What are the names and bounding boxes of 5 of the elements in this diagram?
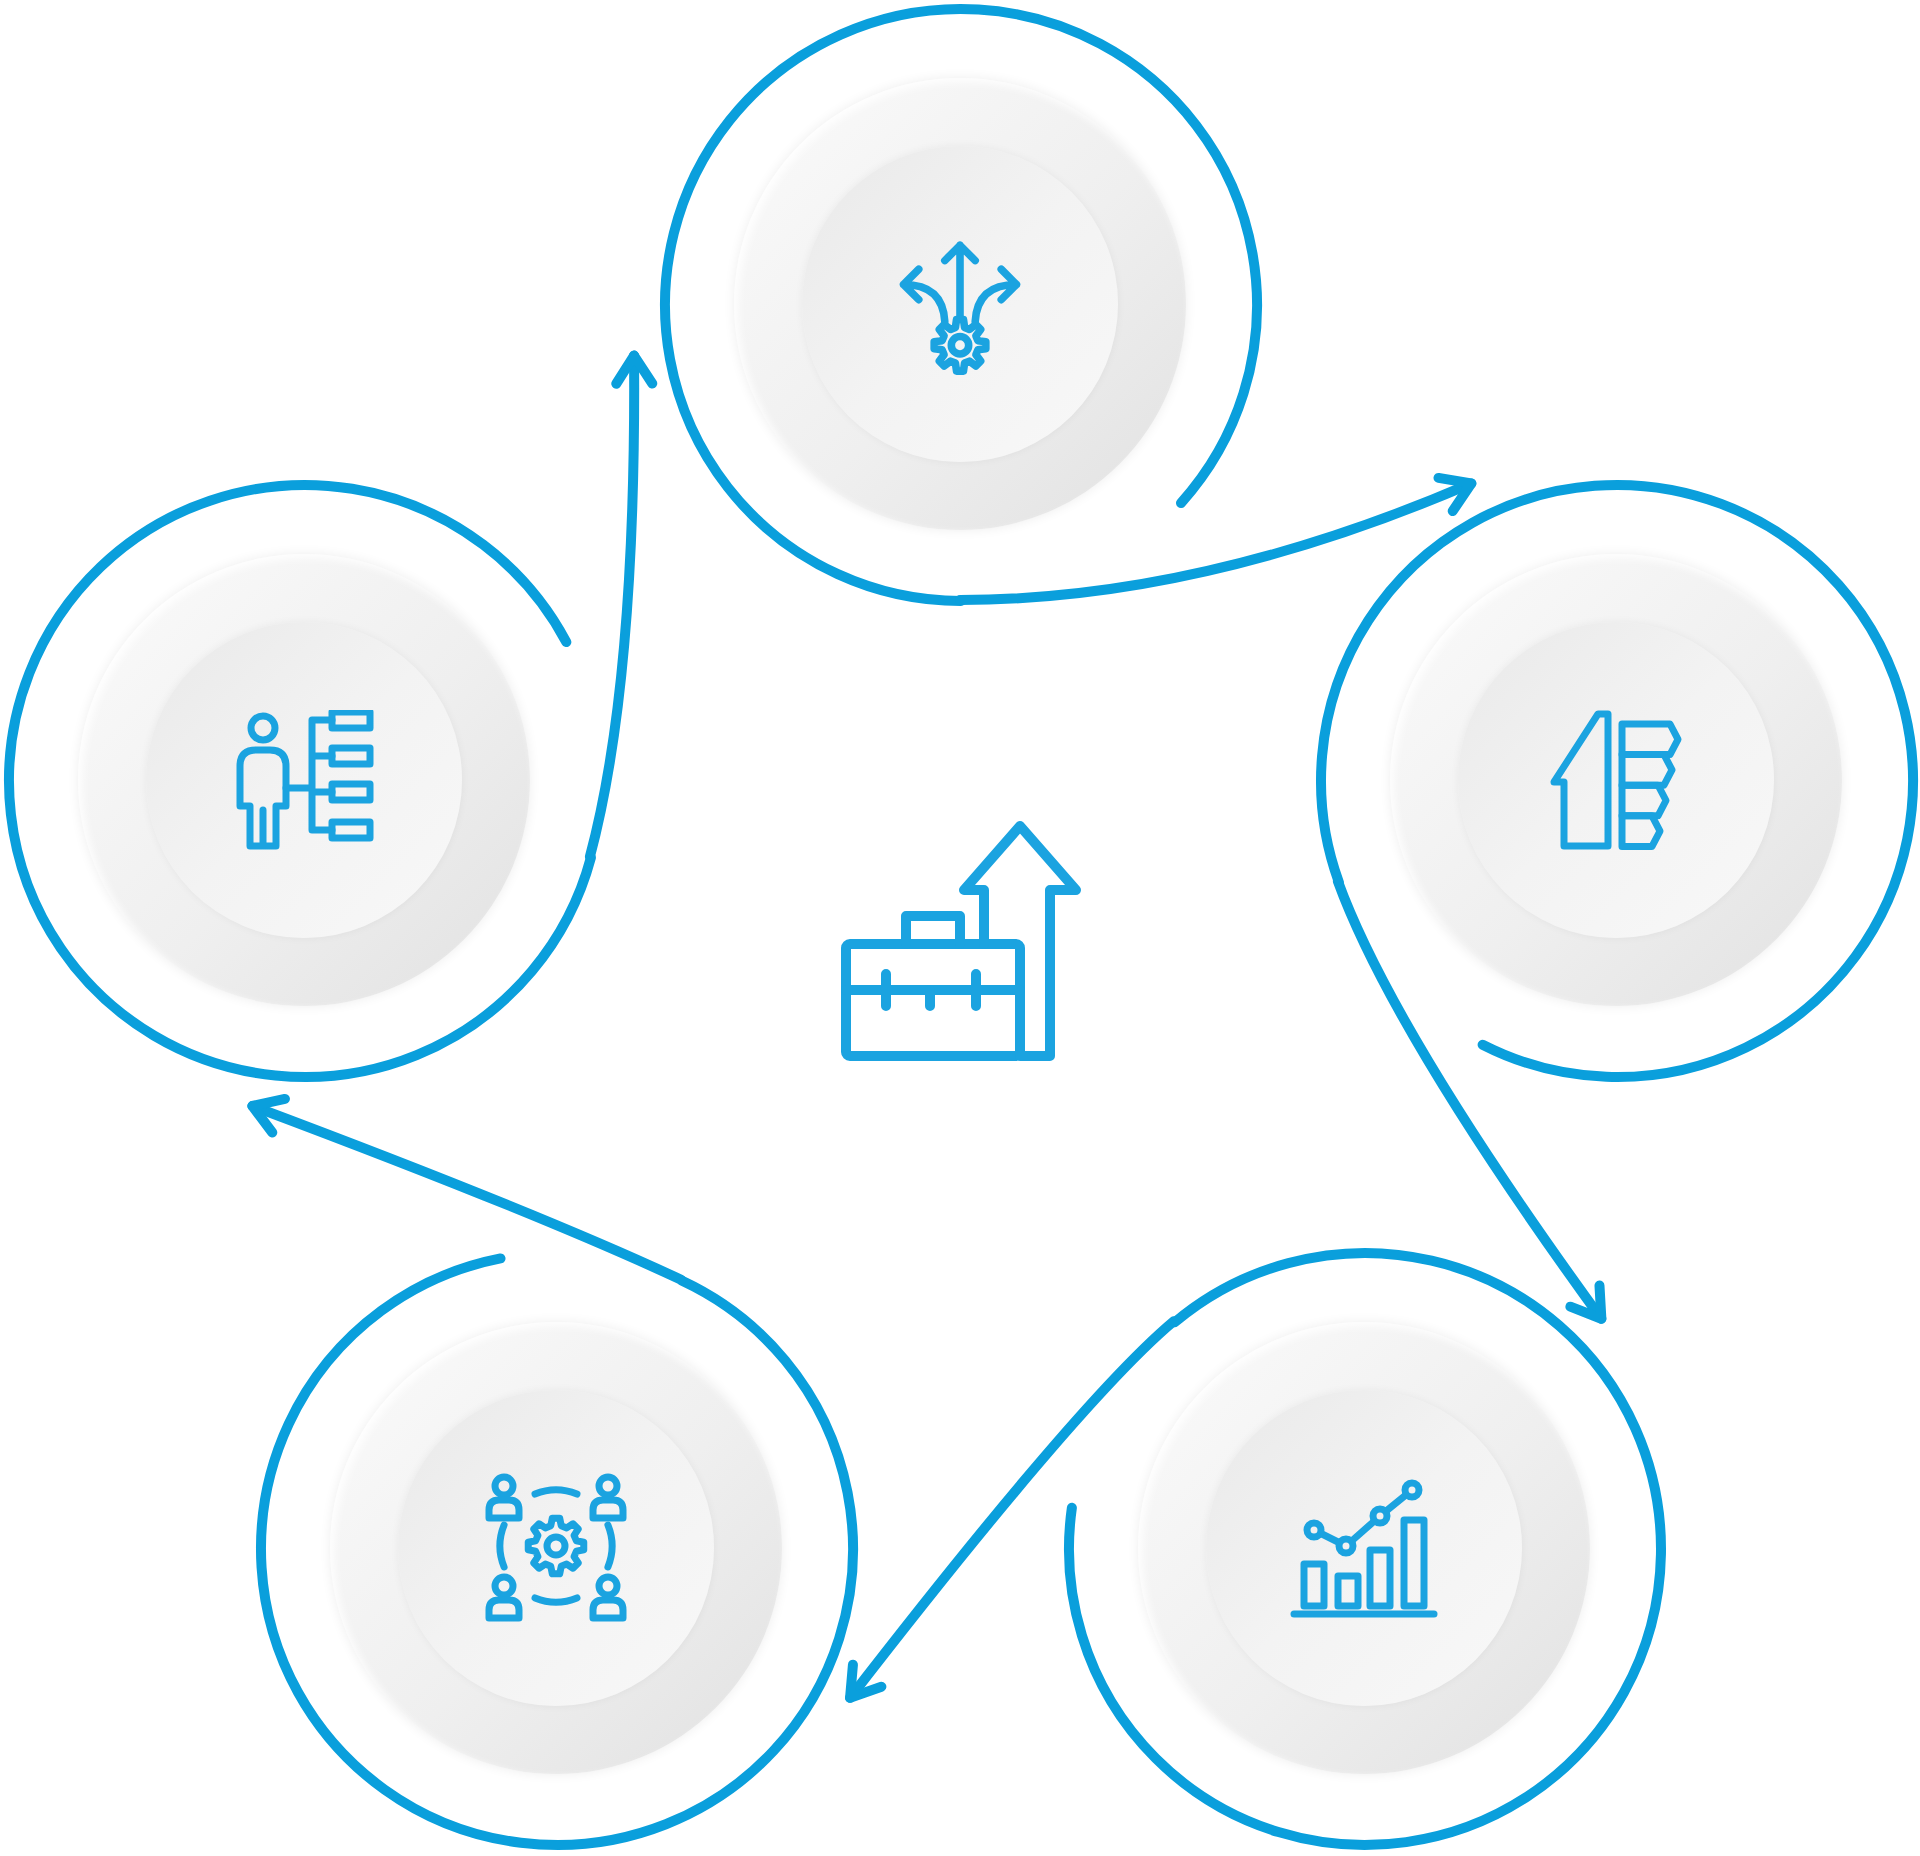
arrow	[1332, 876, 1607, 1324]
arrow	[247, 1093, 687, 1285]
arrow	[584, 350, 658, 862]
arrow	[845, 1316, 1179, 1703]
arrow	[955, 472, 1477, 605]
